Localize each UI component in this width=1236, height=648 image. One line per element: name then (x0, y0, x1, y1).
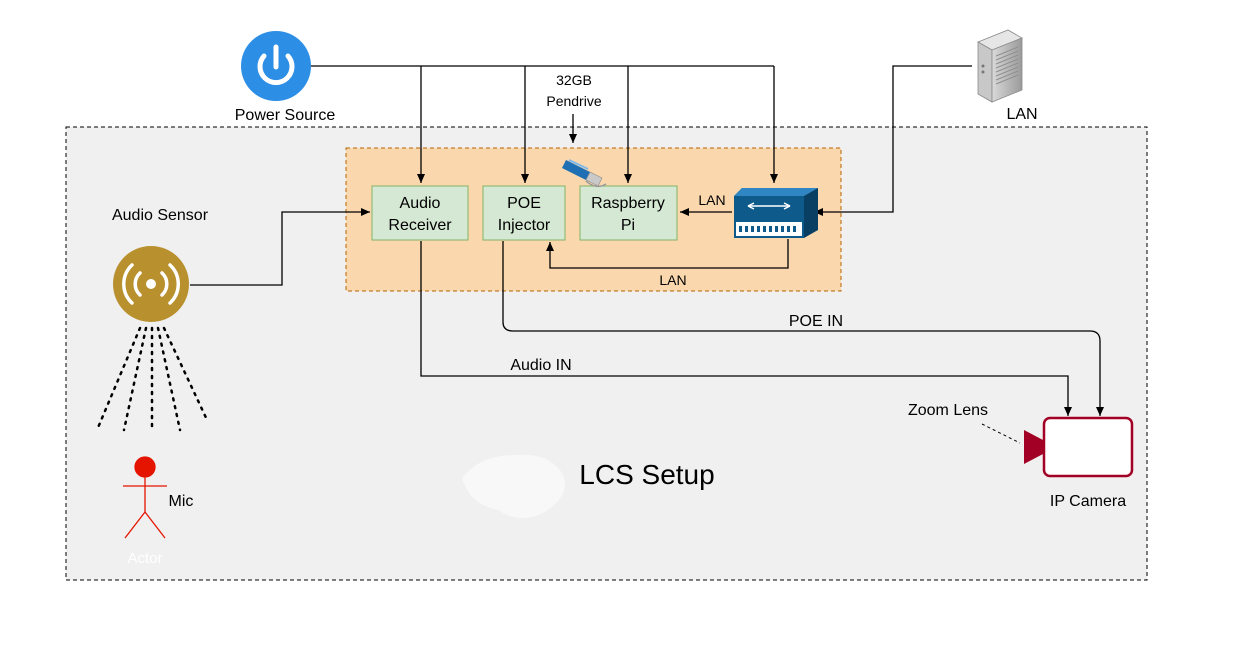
edge-lan-to-switch (814, 65, 972, 216)
switch-to-poe-edge-label: LAN (659, 272, 686, 288)
zoom-lens-label: Zoom Lens (908, 402, 988, 419)
raspberry-pi-label-1: Raspberry (591, 195, 665, 212)
zoom-lens-pointer (981, 423, 1021, 444)
mic-label: Mic (169, 493, 194, 510)
usb-pendrive-icon (562, 159, 607, 188)
power-source-label: Power Source (235, 107, 336, 124)
audio-sensor-icon[interactable] (113, 246, 189, 322)
poe-in-edge-label: POE IN (789, 313, 843, 330)
world-map-watermark (462, 454, 565, 519)
actor-label: Actor (127, 550, 162, 567)
pendrive-label-1: 32GB (556, 72, 592, 88)
edge-audio-to-camera (420, 241, 1072, 416)
pendrive-label-2: Pendrive (546, 93, 601, 109)
audio-receiver-label-2: Receiver (388, 217, 452, 234)
node-raspberry-pi[interactable]: Raspberry Pi (579, 185, 678, 241)
switch-to-pi-edge-label: LAN (698, 192, 725, 208)
audio-sensor-label: Audio Sensor (112, 207, 209, 224)
edge-switch-to-poe (546, 239, 789, 269)
poe-injector-label-2: Injector (498, 217, 551, 234)
power-icon[interactable] (241, 31, 311, 101)
node-audio-receiver[interactable]: Audio Receiver (371, 185, 469, 241)
power-lines (310, 65, 778, 183)
poe-injector-label-1: POE (507, 195, 541, 212)
edge-poe-to-camera (502, 241, 1104, 416)
server-icon[interactable] (977, 29, 1023, 103)
audio-in-edge-label: Audio IN (510, 357, 571, 374)
sound-rays (95, 326, 210, 432)
node-poe-injector[interactable]: POE Injector (482, 185, 566, 241)
ip-camera-label: IP Camera (1050, 493, 1126, 510)
lan-server-label: LAN (1006, 106, 1037, 123)
edge-sensor-to-receiver (190, 208, 370, 286)
raspberry-pi-label-2: Pi (621, 217, 635, 234)
actor-figure-icon (123, 456, 167, 539)
ip-camera-icon[interactable] (1024, 416, 1134, 478)
network-switch-icon[interactable] (734, 188, 818, 238)
audio-receiver-label-1: Audio (400, 195, 441, 212)
diagram-title: LCS Setup (579, 459, 714, 490)
